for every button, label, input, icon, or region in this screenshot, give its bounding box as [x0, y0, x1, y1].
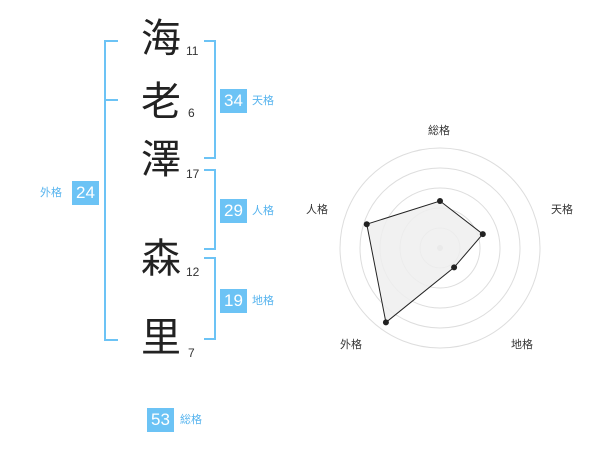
name-char-5: 里 [141, 315, 181, 361]
chikaku-bracket [204, 257, 216, 340]
soukaku-label: 総格 [180, 413, 202, 426]
name-char-2: 老 [141, 79, 181, 125]
radar-axis-label-gaikaku: 外格 [340, 338, 362, 351]
radar-point-2 [479, 231, 486, 238]
tenkaku-label: 天格 [252, 94, 274, 107]
radar-point-4 [382, 319, 389, 326]
radar-axis-label-chikaku: 地格 [511, 338, 533, 351]
soukaku-value: 53 [147, 408, 174, 432]
stroke-count-2: 6 [188, 106, 195, 120]
name-char-1: 海 [141, 16, 181, 62]
radar-grid-ring-4 [359, 167, 521, 329]
stroke-count-5: 7 [188, 346, 195, 360]
tenkaku-bracket [204, 40, 216, 159]
stroke-count-4: 12 [186, 265, 200, 279]
name-char-4: 森 [141, 236, 181, 282]
radar-axis-label-tenkaku: 天格 [551, 203, 573, 216]
chikaku-label: 地格 [252, 294, 274, 307]
radar-point-5 [363, 221, 370, 228]
stroke-count-1: 11 [186, 44, 199, 58]
jinkaku-value: 29 [220, 199, 247, 223]
stroke-count-3: 17 [186, 167, 200, 181]
jinkaku-bracket [204, 169, 216, 250]
gaikaku-label: 外格 [40, 186, 62, 199]
radar-grid-ring-5 [339, 147, 541, 349]
name-char-3: 澤 [141, 137, 181, 183]
radar-axis-label-jinkaku: 人格 [306, 203, 328, 216]
gaikaku-bracket [104, 40, 118, 341]
chikaku-value: 19 [220, 289, 247, 313]
gaikaku-value: 24 [72, 181, 99, 205]
radar-axis-label-soukaku: 総格 [428, 124, 450, 137]
radar-point-3 [451, 264, 458, 271]
tenkaku-value: 34 [220, 89, 247, 113]
jinkaku-label: 人格 [252, 204, 274, 217]
radar-point-1 [437, 198, 443, 204]
radar-series-polygon [366, 200, 484, 324]
